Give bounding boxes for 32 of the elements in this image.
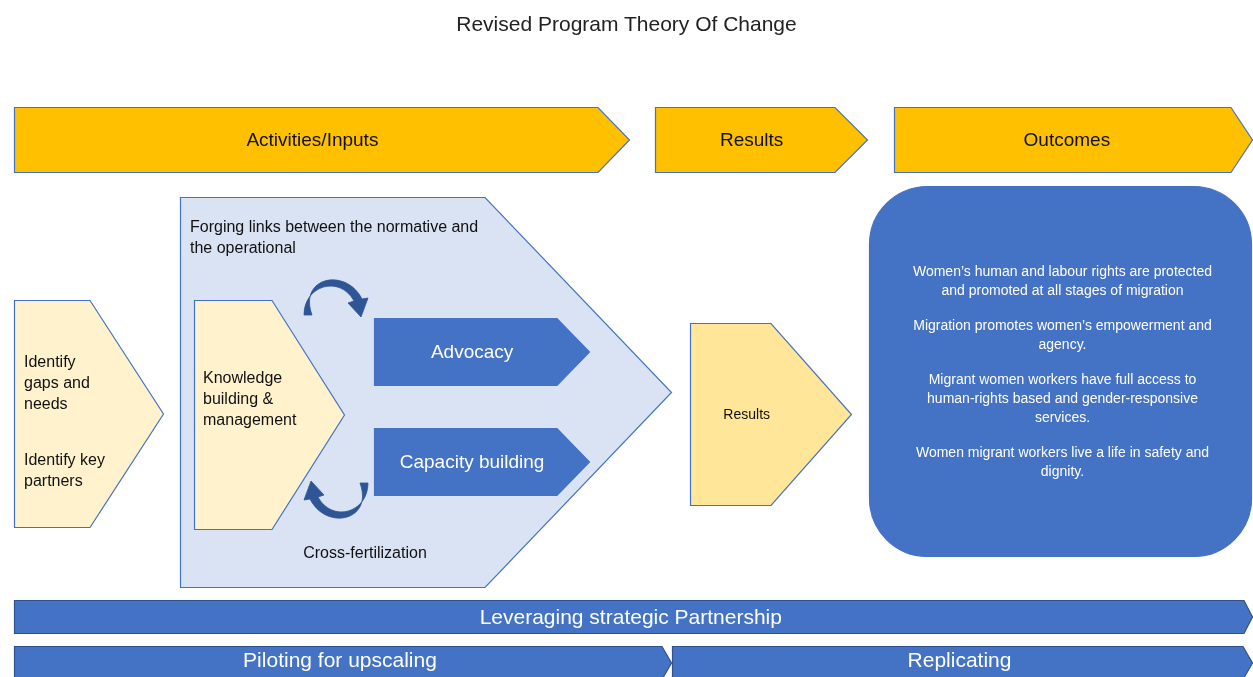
pentagon-box — [690, 323, 852, 506]
node-text: Identify key partners — [24, 450, 106, 491]
pentagon-tag — [374, 318, 590, 386]
pentagon-box — [194, 300, 345, 530]
node-text: Women migrant workers live a life in safety and dignity. — [914, 442, 1211, 481]
outcomes-panel — [869, 186, 1252, 557]
chevron-banner — [14, 107, 630, 173]
node-text: Women’s human and labour rights are protected and promoted at all stages of migration — [911, 262, 1214, 301]
pentagon-box — [14, 300, 164, 528]
node-text: Capacity building — [399, 450, 545, 475]
node-text: Leveraging strategic Partnership — [479, 603, 782, 630]
strategy-bar — [672, 646, 1253, 677]
strategy-bar — [14, 646, 672, 677]
node-text: Knowledge building & management — [203, 368, 298, 430]
chevron-banner — [655, 107, 868, 173]
node-text: Migration promotes women’s empowerment and agency. — [912, 316, 1213, 355]
node-text: Outcomes — [1023, 128, 1111, 153]
pentagon-panel — [180, 197, 672, 588]
node-text: Forging links between the normative and the operational — [190, 217, 480, 258]
node-text: Results — [719, 128, 784, 153]
strategy-bar — [14, 600, 1253, 634]
node-text: Migrant women workers have full access to human-rights based and gender-responsive services. — [926, 370, 1199, 427]
node-text: Activities/Inputs — [246, 128, 379, 153]
node-text: Piloting for upscaling — [243, 646, 437, 673]
diagram-title: Revised Program Theory Of Change — [455, 12, 798, 36]
pentagon-tag — [374, 428, 590, 496]
node-text: Advocacy — [430, 340, 514, 365]
node-text: Results — [723, 405, 771, 424]
chevron-banner — [894, 107, 1253, 173]
node-text: Cross-fertilization — [302, 543, 428, 563]
node-text: Replicating — [907, 646, 1012, 673]
node-text: Identify gaps and needs — [24, 352, 91, 414]
